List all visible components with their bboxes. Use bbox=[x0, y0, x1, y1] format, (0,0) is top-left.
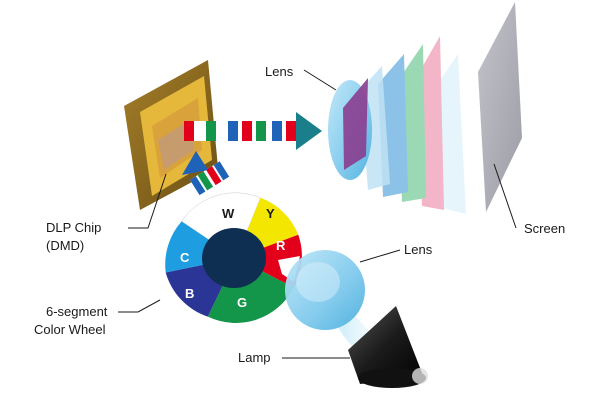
screen-panel bbox=[478, 2, 522, 212]
leader-screen bbox=[493, 163, 517, 229]
label-lamp: Lamp bbox=[238, 350, 271, 365]
label-screen: Screen bbox=[524, 221, 565, 236]
outgoing-beam bbox=[184, 112, 322, 150]
plane-white bbox=[436, 54, 466, 214]
wheel-letter-b: B bbox=[185, 286, 194, 301]
incoming-beam bbox=[189, 160, 231, 196]
beam-stripe bbox=[272, 121, 282, 141]
leader-lens-top bbox=[303, 69, 337, 91]
beam-arrowhead bbox=[296, 112, 322, 150]
label-dlp-chip: DLP Chip bbox=[46, 220, 101, 235]
label-lens-bottom: Lens bbox=[404, 242, 433, 257]
incoming-arrowhead bbox=[182, 151, 208, 175]
label-wheel-line2: Color Wheel bbox=[34, 322, 106, 337]
wheel-hub bbox=[202, 228, 266, 288]
wheel-letter-y: Y bbox=[266, 206, 275, 221]
leader-lens-bottom bbox=[359, 249, 401, 263]
leader-color-wheel bbox=[118, 299, 161, 313]
beam-stripe bbox=[228, 121, 238, 141]
color-wheel: W Y R G B C bbox=[165, 192, 302, 323]
beam-stripe bbox=[256, 121, 266, 141]
wheel-letter-w: W bbox=[222, 206, 235, 221]
label-dmd: (DMD) bbox=[46, 238, 84, 253]
top-lens bbox=[328, 78, 372, 180]
projected-light-planes bbox=[360, 36, 466, 214]
leader-dlp-chip bbox=[128, 173, 167, 229]
beam-stripe bbox=[242, 121, 252, 141]
beam-stripe bbox=[286, 121, 296, 141]
lamp bbox=[348, 306, 428, 388]
beam-stripe bbox=[206, 121, 216, 141]
lens-image-purple bbox=[343, 78, 368, 170]
wheel-letter-r: R bbox=[276, 238, 286, 253]
label-wheel-line1: 6-segment bbox=[46, 304, 108, 319]
label-lens-top: Lens bbox=[265, 64, 294, 79]
bottom-lens-highlight bbox=[296, 262, 340, 302]
beam-stripe bbox=[184, 121, 194, 141]
wheel-letter-g: G bbox=[237, 295, 247, 310]
wheel-letter-c: C bbox=[180, 250, 190, 265]
